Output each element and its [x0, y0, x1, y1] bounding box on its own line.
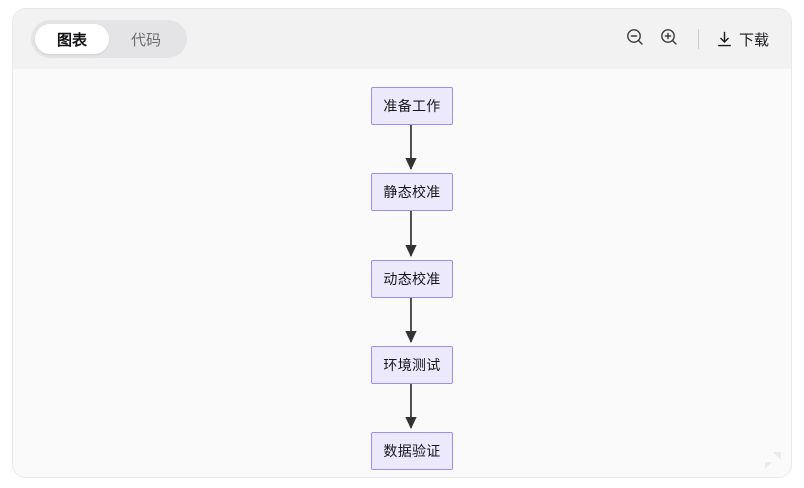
download-label: 下载	[738, 31, 769, 49]
tab-code[interactable]: 代码	[130, 31, 161, 49]
zoom-out-button[interactable]	[618, 22, 652, 56]
flow-node-n5[interactable]: 数据验证	[371, 432, 453, 470]
zoom-out-icon	[625, 27, 645, 52]
flow-node-n4[interactable]: 环境测试	[371, 346, 453, 384]
toolbar-divider	[697, 29, 699, 49]
download-icon	[715, 30, 734, 49]
resize-handle-icon	[765, 452, 781, 469]
diagram-toolbar: 下载	[618, 22, 775, 56]
flowchart: 准备工作 静态校准 动态校准 环境测试 数据验证	[13, 69, 791, 477]
zoom-in-button[interactable]	[652, 22, 686, 56]
resize-handle[interactable]	[759, 448, 785, 474]
tab-chart[interactable]: 图表	[35, 24, 109, 54]
zoom-in-icon	[659, 27, 679, 52]
diagram-canvas[interactable]: 准备工作 静态校准 动态校准 环境测试 数据验证	[13, 69, 791, 477]
flow-node-n2[interactable]: 静态校准	[371, 173, 453, 211]
flow-node-n3[interactable]: 动态校准	[371, 260, 453, 298]
flow-node-n1[interactable]: 准备工作	[371, 87, 453, 125]
card-header: 图表 代码	[13, 9, 791, 69]
view-mode-tabs[interactable]: 图表 代码	[31, 20, 187, 58]
diagram-card: 图表 代码	[12, 8, 792, 478]
download-button[interactable]: 下载	[711, 23, 775, 55]
